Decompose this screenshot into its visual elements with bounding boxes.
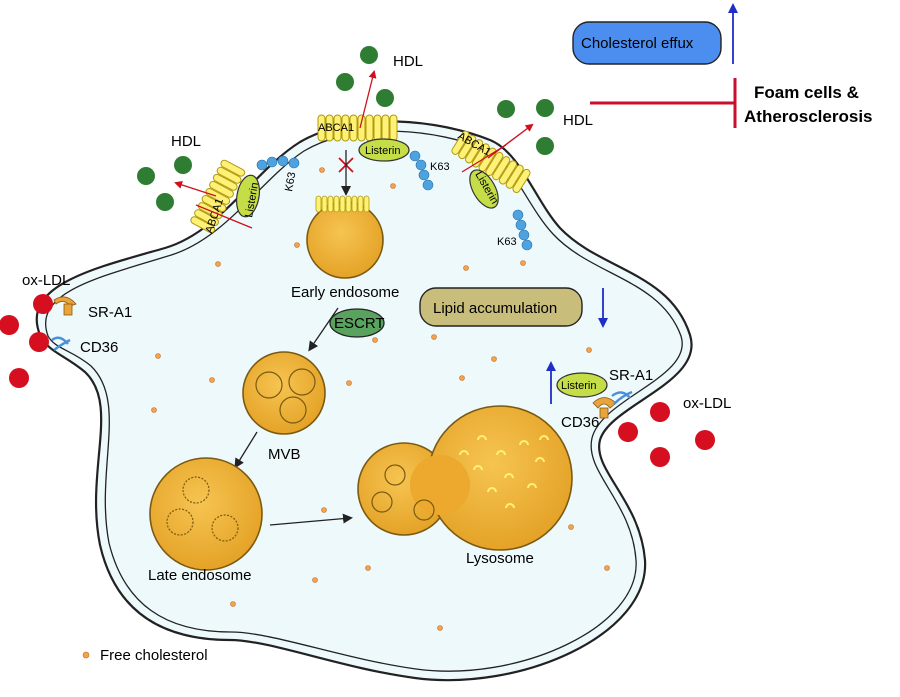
cholesterol-dot xyxy=(604,565,610,571)
foam-cells-label-line2: Atherosclerosis xyxy=(744,107,873,126)
cholesterol-dot xyxy=(209,377,215,383)
ox-ldl-particle xyxy=(29,332,49,352)
listerin-label-top: Listerin xyxy=(365,145,400,157)
escrt-arrow xyxy=(308,307,339,352)
listerin-top: Listerin xyxy=(358,138,410,162)
hdl-label-left: HDL xyxy=(171,133,201,150)
ox-ldl-particle xyxy=(33,294,53,314)
cd36-receptor-right xyxy=(611,390,633,405)
late-endosome xyxy=(149,457,263,571)
legend-free-cholesterol-label: Free cholesterol xyxy=(100,647,208,664)
cholesterol-dot xyxy=(215,261,221,267)
cholesterol-dot xyxy=(520,260,526,266)
cholesterol-dot xyxy=(155,353,161,359)
cholesterol-dot xyxy=(431,334,437,340)
early-endosome-label: Early endosome xyxy=(291,284,399,301)
sr-a1-label-right: SR-A1 xyxy=(609,367,653,384)
ox-ldl-label-right: ox-LDL xyxy=(683,395,731,412)
escrt-label: ESCRT xyxy=(334,315,385,332)
sr-a1-label-left: SR-A1 xyxy=(88,304,132,321)
ox-ldl-particle xyxy=(0,315,19,335)
cholesterol-dot xyxy=(319,167,325,173)
abca1-label-top: ABCA1 xyxy=(318,122,354,134)
hdl-particle xyxy=(497,100,515,118)
sr-a1-receptor-left xyxy=(53,296,77,316)
inhibition-bar xyxy=(590,78,737,128)
cd36-receptor-left xyxy=(51,336,71,351)
lipid-accumulation-label: Lipid accumulation xyxy=(433,300,557,317)
mvb xyxy=(242,351,326,435)
cholesterol-dot xyxy=(463,265,469,271)
efflux-arrow-right xyxy=(487,123,534,159)
k63-chain-top xyxy=(409,150,434,191)
k63-label-right: K63 xyxy=(497,236,517,248)
cholesterol-dot xyxy=(568,524,574,530)
cholesterol-dot xyxy=(151,407,157,413)
cholesterol-dot xyxy=(346,380,352,386)
abca1-left-bar xyxy=(195,204,253,229)
cholesterol-dot xyxy=(365,565,371,571)
cholesterol-dot xyxy=(294,242,300,248)
ox-ldl-particle xyxy=(618,422,638,442)
ox-ldl-particle xyxy=(650,402,670,422)
hdl-particle xyxy=(536,99,554,117)
cholesterol-dot xyxy=(491,356,497,362)
hdl-particle xyxy=(156,193,174,211)
efflux-arrow-top xyxy=(359,70,377,129)
cholesterol-dot xyxy=(312,577,318,583)
sr-a1-receptor-right xyxy=(592,397,617,419)
foam-cells-label-line1: Foam cells & xyxy=(754,83,859,102)
escrt: ESCRT xyxy=(329,308,385,338)
cholesterol-dot xyxy=(230,601,236,607)
early-endosome xyxy=(306,195,384,279)
cholesterol-dot xyxy=(586,347,592,353)
ox-ldl-particle xyxy=(9,368,29,388)
mvb-label: MVB xyxy=(268,446,301,463)
listerin-label-lower-right: Listerin xyxy=(561,380,596,392)
listerin-left: Listerin xyxy=(235,174,261,219)
k63-chain-left xyxy=(256,155,300,171)
ox-ldl-label-left: ox-LDL xyxy=(22,272,70,289)
hdl-particle xyxy=(536,137,554,155)
abca1-right xyxy=(451,130,531,193)
cholesterol-dot xyxy=(459,375,465,381)
lipid-accumulation: Lipid accumulation xyxy=(419,287,583,327)
ox-ldl-particle xyxy=(650,447,670,467)
hdl-label-top: HDL xyxy=(393,53,423,70)
mvb-to-late-arrow xyxy=(234,431,258,469)
cd36-label-left: CD36 xyxy=(80,339,118,356)
legend: Free cholesterol xyxy=(82,647,208,664)
hdl-particle xyxy=(137,167,155,185)
abca1-top xyxy=(317,114,398,142)
cholesterol-dot xyxy=(321,507,327,513)
cholesterol-efflux: Cholesterol effux xyxy=(572,21,722,65)
cholesterol-dot xyxy=(437,625,443,631)
hdl-label-right: HDL xyxy=(563,112,593,129)
lysosome xyxy=(357,405,573,551)
late-endosome-label: Late endosome xyxy=(148,567,251,584)
legend-cholesterol-dot xyxy=(82,651,90,659)
ox-ldl-particle xyxy=(695,430,715,450)
ox-ldl-particles xyxy=(0,294,715,467)
cd36-label-right: CD36 xyxy=(561,414,599,431)
cholesterol-dot xyxy=(372,337,378,343)
cell-membrane-inner xyxy=(45,130,683,672)
abca1-left xyxy=(190,159,246,234)
k63-label-left: K63 xyxy=(283,171,298,192)
hdl-particle xyxy=(174,156,192,174)
lysosome-label: Lysosome xyxy=(466,550,534,567)
k63-label-top: K63 xyxy=(430,161,450,173)
k63-chain-right xyxy=(512,209,533,251)
late-to-lysosome-arrow xyxy=(269,513,353,526)
hdl-particles xyxy=(137,46,554,211)
cholesterol-efflux-label: Cholesterol effux xyxy=(581,35,694,52)
listerin-lower-right: Listerin xyxy=(556,372,608,398)
hdl-particle xyxy=(376,89,394,107)
cholesterol-dot xyxy=(390,183,396,189)
hdl-particle xyxy=(360,46,378,64)
hdl-particle xyxy=(336,73,354,91)
efflux-arrow-left xyxy=(174,181,217,197)
